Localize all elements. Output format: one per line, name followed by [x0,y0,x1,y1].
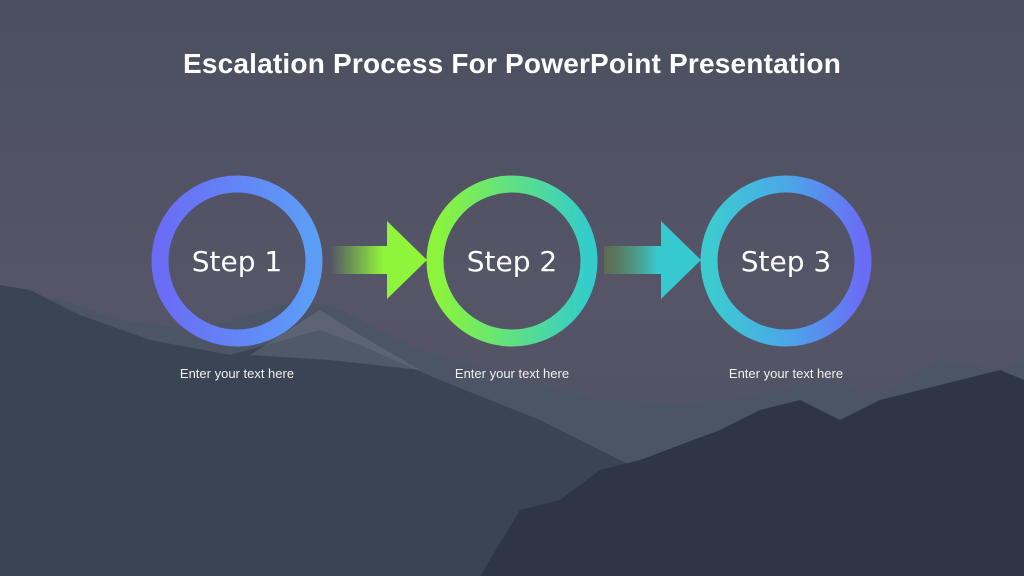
arrow-right-icon [604,221,701,299]
step-3-caption: Enter your text here [728,366,844,381]
step-2-caption: Enter your text here [454,366,570,381]
step-1-label: Step 1 [191,244,283,278]
step-1-caption: Enter your text here [179,366,295,381]
ring-icon [426,175,598,347]
arrow-right-icon [330,221,427,299]
ring-icon [700,175,872,347]
step-3-label: Step 3 [740,244,832,278]
step-1-circle: Step 1 [151,175,323,347]
slide-title: Escalation Process For PowerPoint Presen… [182,48,842,79]
step-2-label: Step 2 [466,244,558,278]
step-3-circle: Step 3 [700,175,872,347]
step-2-circle: Step 2 [426,175,598,347]
ring-icon [151,175,323,347]
